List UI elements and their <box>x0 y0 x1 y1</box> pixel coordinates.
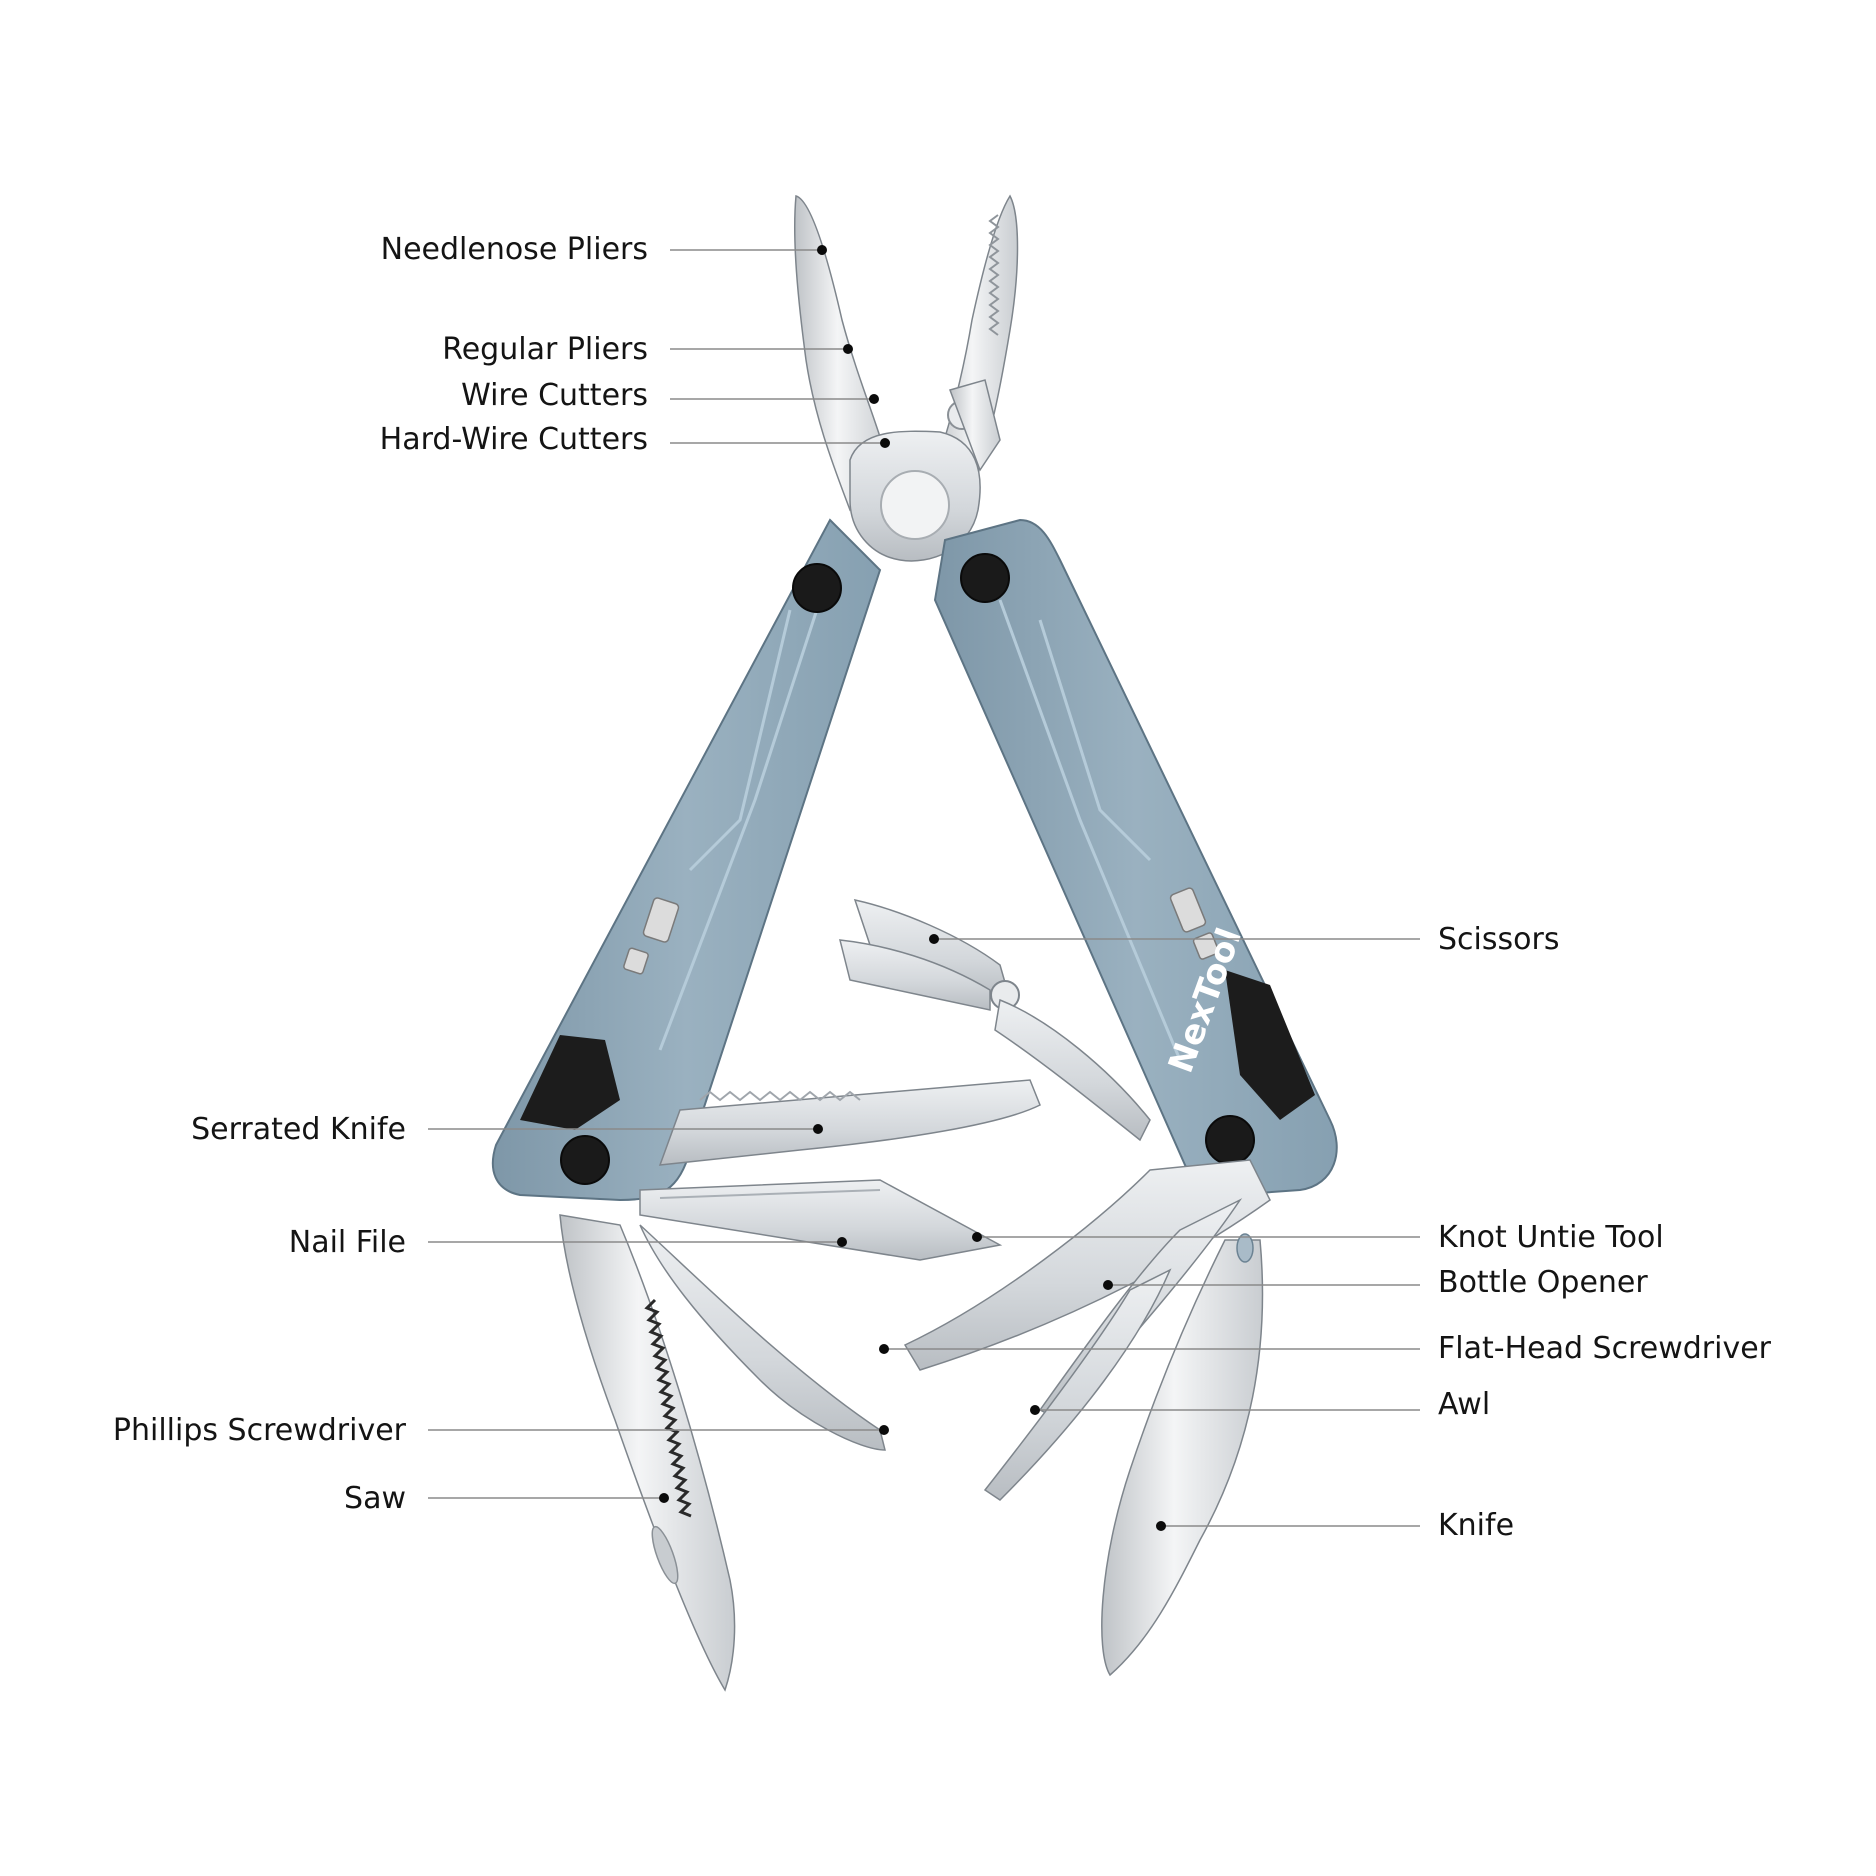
label-bottle-opener: Bottle Opener <box>1438 1265 1648 1300</box>
label-serrated-knife: Serrated Knife <box>191 1112 406 1147</box>
dot-hard-wire-cutters <box>880 438 890 448</box>
label-hard-wire-cutters: Hard-Wire Cutters <box>380 422 648 457</box>
label-nail-file: Nail File <box>289 1225 406 1260</box>
dot-regular-pliers <box>843 344 853 354</box>
serrated-knife-tool <box>658 1079 1041 1166</box>
dot-needlenose-pliers <box>817 245 827 255</box>
scissors-tool <box>839 898 1151 1142</box>
dot-saw <box>659 1493 669 1503</box>
label-regular-pliers: Regular Pliers <box>442 332 648 367</box>
dot-knot-untie-tool <box>972 1232 982 1242</box>
saw-tool <box>559 1214 736 1692</box>
dot-knife <box>1156 1521 1166 1531</box>
dot-serrated-knife <box>813 1124 823 1134</box>
callout-leaders <box>428 245 1420 1531</box>
label-awl: Awl <box>1438 1387 1490 1422</box>
label-wire-cutters: Wire Cutters <box>461 378 648 413</box>
dot-scissors <box>929 934 939 944</box>
left-handle <box>491 518 882 1202</box>
dot-phillips-screwdriver <box>879 1425 889 1435</box>
pliers-jaws <box>793 194 1019 562</box>
right-handle: NexTool <box>933 518 1338 1197</box>
multitool-illustration: NexTool <box>491 194 1338 1692</box>
right-tools-group <box>903 1159 1271 1501</box>
dot-nail-file <box>837 1237 847 1247</box>
dot-awl <box>1030 1405 1040 1415</box>
callout-labels: Needlenose Pliers Regular Pliers Wire Cu… <box>113 232 1772 1543</box>
label-knife: Knife <box>1438 1508 1514 1543</box>
label-knot-untie-tool: Knot Untie Tool <box>1438 1220 1664 1255</box>
dot-wire-cutters <box>869 394 879 404</box>
label-phillips-screwdriver: Phillips Screwdriver <box>113 1413 407 1448</box>
dot-flat-head-screwdriver <box>879 1344 889 1354</box>
dot-bottle-opener <box>1103 1280 1113 1290</box>
label-scissors: Scissors <box>1438 922 1559 957</box>
label-flat-head-screwdriver: Flat-Head Screwdriver <box>1438 1331 1772 1366</box>
label-saw: Saw <box>344 1481 406 1516</box>
nail-file-tool <box>639 1179 1003 1261</box>
phillips-screwdriver-tool <box>639 1224 886 1451</box>
label-needlenose-pliers: Needlenose Pliers <box>381 232 648 267</box>
